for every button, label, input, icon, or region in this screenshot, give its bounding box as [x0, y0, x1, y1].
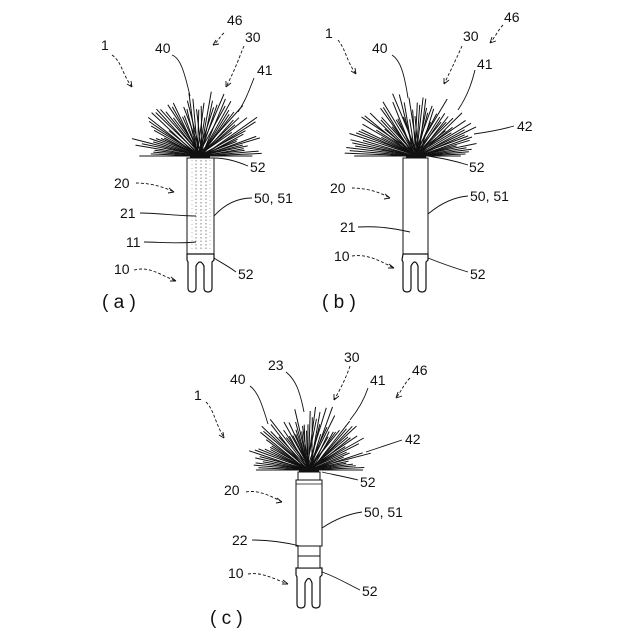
leader-41-a — [238, 78, 254, 112]
leader-1-a — [112, 55, 132, 87]
leader-11-a — [144, 242, 196, 243]
leader-21-b — [358, 227, 410, 232]
label-20: 20 — [330, 180, 346, 196]
label-21: 21 — [340, 219, 356, 235]
leader-10-a — [134, 269, 176, 281]
label-52-top: 52 — [469, 159, 485, 175]
label-10: 10 — [228, 565, 244, 581]
leader-40-c — [250, 386, 268, 424]
caption-c: ( c ) — [210, 608, 243, 629]
label-1: 1 — [325, 25, 333, 41]
label-42: 42 — [405, 431, 421, 447]
leader-42-c — [366, 440, 402, 452]
leader-52top-b — [428, 156, 468, 165]
label-50-51: 50, 51 — [364, 504, 403, 520]
leader-20-c — [246, 491, 282, 502]
leader-30-b — [444, 46, 462, 84]
label-50-51: 50, 51 — [470, 188, 509, 204]
leader-30-c — [334, 366, 350, 400]
label-20: 20 — [224, 482, 240, 498]
label-41: 41 — [257, 62, 273, 78]
label-22: 22 — [232, 532, 248, 548]
label-42: 42 — [517, 118, 533, 134]
leader-40-b — [392, 55, 408, 98]
leader-10-c — [248, 574, 288, 584]
label-52-bottom: 52 — [470, 266, 486, 282]
label-11: 11 — [126, 234, 141, 250]
tube-a — [187, 158, 214, 254]
label-50-51: 50, 51 — [254, 190, 293, 206]
leader-42-b — [474, 126, 514, 134]
leader-40-a — [172, 55, 190, 96]
label-40: 40 — [230, 371, 246, 387]
caption-b: ( b ) — [322, 292, 356, 313]
label-10: 10 — [334, 248, 350, 264]
leader-41-c — [350, 388, 368, 420]
bristle-fan-a — [132, 92, 262, 156]
leader-52bot-c — [322, 572, 360, 590]
label-46: 46 — [412, 362, 428, 378]
tube-b — [403, 158, 428, 254]
label-20: 20 — [114, 175, 130, 191]
leader-46-c — [396, 378, 410, 398]
fork-terminal-c — [296, 556, 322, 608]
leader-46-b — [490, 25, 503, 43]
fork-terminal-b — [402, 254, 428, 292]
leader-52bot-a — [214, 258, 236, 272]
leader-10-b — [352, 256, 394, 268]
leader-20-a — [136, 183, 174, 192]
leader-1-c — [206, 402, 224, 438]
leader-22-c — [252, 540, 300, 546]
leader-52top-a — [214, 158, 248, 166]
figure-c: 1 23 30 40 41 46 42 52 20 50, 51 22 10 5… — [194, 349, 428, 629]
label-30: 30 — [245, 29, 261, 45]
label-46: 46 — [504, 9, 520, 25]
leader-5051-b — [428, 196, 468, 214]
label-52-bottom: 52 — [362, 583, 378, 599]
leader-52top-c — [322, 472, 358, 480]
leader-52bot-b — [428, 258, 468, 272]
label-40: 40 — [372, 40, 388, 56]
label-23: 23 — [268, 357, 284, 373]
label-52-bottom: 52 — [238, 266, 254, 282]
label-1: 1 — [194, 387, 202, 403]
leader-30-a — [226, 46, 244, 87]
label-1: 1 — [101, 37, 109, 53]
caption-a: ( a ) — [102, 292, 136, 313]
tube-c — [296, 472, 322, 556]
label-10: 10 — [114, 261, 130, 277]
label-40: 40 — [155, 40, 171, 56]
leader-5051-c — [322, 512, 362, 528]
label-41: 41 — [370, 372, 386, 388]
leader-46-a — [213, 33, 224, 45]
figure-b: 46 1 40 30 41 42 52 20 50, 51 21 10 52 (… — [322, 9, 533, 313]
fork-terminal-a — [187, 254, 214, 292]
leader-5051-a — [214, 198, 252, 216]
leader-41-b — [458, 70, 475, 110]
label-52-top: 52 — [360, 474, 376, 490]
label-46: 46 — [227, 12, 243, 28]
leader-23-c — [286, 372, 304, 412]
label-21: 21 — [120, 205, 136, 221]
leader-20-b — [352, 188, 390, 198]
label-41: 41 — [477, 56, 493, 72]
label-30: 30 — [344, 349, 360, 365]
label-52-top: 52 — [250, 159, 266, 175]
figure-a: 46 1 40 30 41 52 20 50, 51 21 11 10 52 (… — [101, 12, 293, 313]
bristle-fan-b — [345, 94, 477, 156]
label-30: 30 — [463, 28, 479, 44]
leader-1-b — [338, 40, 356, 74]
